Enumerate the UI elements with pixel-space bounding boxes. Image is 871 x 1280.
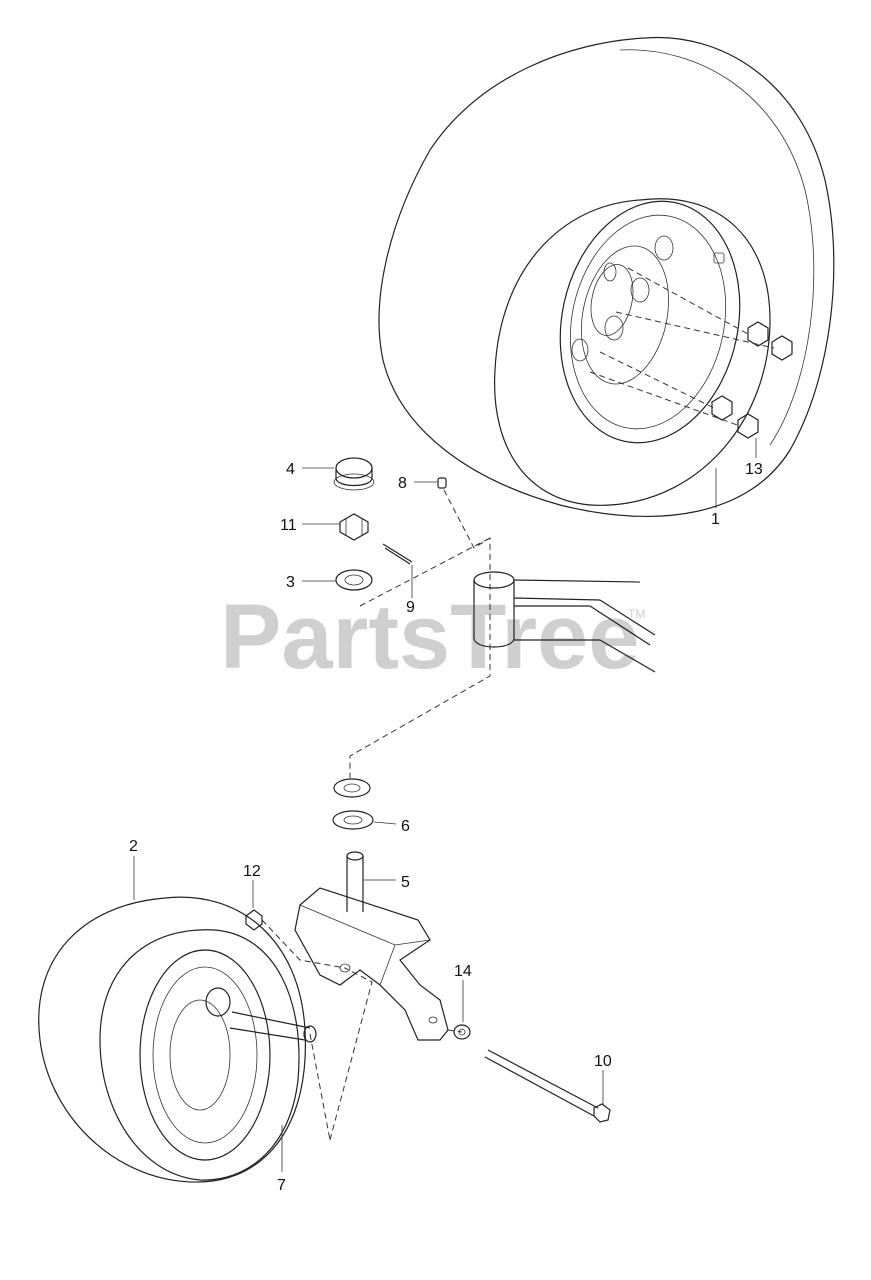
watermark-text: PartsTree [220, 586, 639, 688]
caster-mount-drawing [473, 571, 656, 673]
callout-12: 12 [243, 863, 261, 880]
callout-4: 4 [286, 461, 295, 478]
callout-1: 1 [711, 511, 720, 528]
callout-13: 13 [745, 461, 763, 478]
callout-10: 10 [594, 1053, 612, 1070]
callout-8: 8 [398, 475, 407, 492]
callout-11: 11 [280, 517, 297, 534]
watermark: PartsTree TM [220, 586, 645, 688]
callout-6: 6 [401, 818, 410, 835]
callout-3: 3 [286, 574, 295, 591]
callouts: 1 2 3 4 5 6 7 8 9 10 11 12 13 14 [129, 461, 763, 1194]
front-wheel-drawing [38, 896, 611, 1183]
callout-7: 7 [277, 1177, 286, 1194]
spindle-drawing [332, 778, 374, 912]
callout-5: 5 [401, 874, 410, 891]
leader-lines [133, 438, 757, 1172]
callout-14: 14 [454, 963, 472, 980]
watermark-trademark: TM [628, 607, 645, 621]
caster-fork-drawing [294, 887, 449, 1041]
rear-wheel-drawing [378, 36, 835, 518]
callout-2: 2 [129, 838, 138, 855]
callout-9: 9 [406, 599, 415, 616]
hub-parts-drawing [333, 457, 447, 591]
